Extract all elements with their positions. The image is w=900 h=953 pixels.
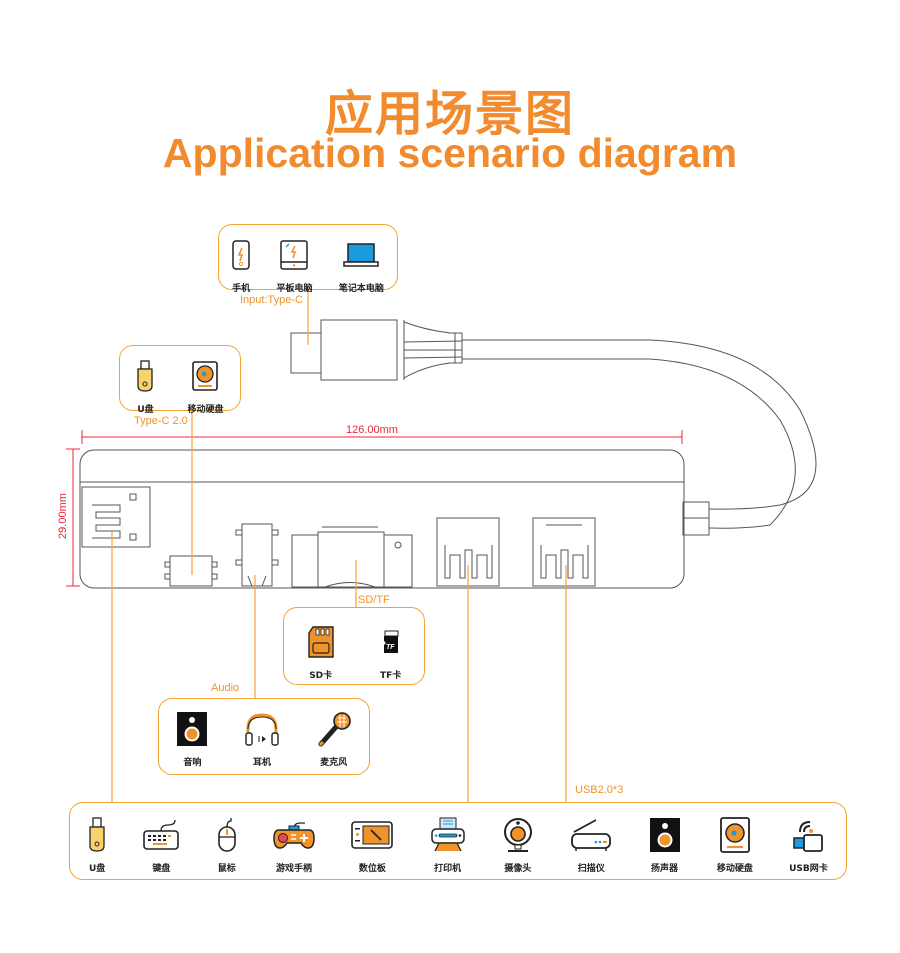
device-webcam: 摄像头 (502, 815, 534, 874)
usb-group-box: U盘 键盘 鼠标 游戏手柄 数位板 打印机 摄像头 扫描仪 扬声器 移动硬盘 U… (69, 802, 847, 880)
title-english: Application scenario diagram (162, 130, 738, 176)
phone-icon (232, 240, 250, 270)
title-chinese: 应用场景图 (324, 86, 575, 142)
device-label: 麦克风 (320, 758, 348, 768)
device-label: 移动硬盘 (716, 864, 753, 874)
sd-card-icon (307, 626, 334, 658)
device-label: U盘 (137, 405, 154, 415)
device-scanner: 扫描仪 (570, 815, 612, 874)
device-drawing-tablet: 数位板 (351, 815, 394, 874)
input-label: Input:Type-C (240, 294, 303, 306)
device-label: USB网卡 (789, 864, 828, 874)
device-tablet: 平板电脑 (276, 235, 313, 294)
usb-label: USB2.0*3 (575, 784, 624, 796)
device-label: 平板电脑 (276, 284, 313, 294)
device-tf-card: TF TF卡 (380, 622, 401, 681)
headphones-icon (245, 713, 279, 746)
device-gamepad: 游戏手柄 (273, 815, 315, 874)
device-microphone: 麦克风 (316, 709, 352, 768)
audio-label: Audio (211, 682, 240, 694)
device-label: 打印机 (434, 864, 462, 874)
microphone-icon (318, 712, 351, 747)
laptop-icon (343, 243, 380, 267)
device-label: 音响 (183, 758, 202, 768)
device-printer: 打印机 (430, 815, 466, 874)
audio-group-box: 音响 耳机 麦克风 (158, 698, 370, 775)
webcam-icon (503, 818, 532, 852)
device-hard-drive: 移动硬盘 (717, 815, 753, 874)
device-label: 移动硬盘 (187, 405, 224, 415)
wifi-adapter-icon (793, 821, 824, 852)
hub-body (79, 449, 685, 589)
dimension-lines (66, 430, 683, 587)
speaker-icon (177, 712, 208, 746)
device-label: 手机 (232, 284, 251, 294)
height-dimension: 29.00mm (57, 493, 69, 539)
device-usb-drive: U盘 (136, 356, 154, 415)
callout-lines (111, 290, 567, 802)
mouse-icon (217, 818, 236, 852)
scanner-icon (571, 819, 612, 851)
typec-label: Type-C 2.0 (134, 415, 188, 427)
device-label: 笔记本电脑 (338, 284, 384, 294)
input-group-box: 手机 平板电脑 笔记本电脑 (218, 224, 398, 294)
device-sd-card: SD卡 (307, 622, 335, 681)
tablet-icon (280, 240, 309, 270)
tf-card-icon: TF (383, 630, 399, 653)
device-usb-drive: U盘 (88, 815, 106, 874)
hard-drive-icon (719, 817, 750, 853)
speaker-icon (649, 818, 680, 852)
typec-group-box: U盘 移动硬盘 (119, 345, 241, 415)
device-label: 扫描仪 (577, 864, 605, 874)
sdtf-group-box: SD卡 TF TF卡 (283, 607, 425, 685)
device-label: U盘 (88, 864, 106, 874)
svg-text:TF: TF (386, 644, 395, 651)
device-label: 扬声器 (651, 864, 679, 874)
gamepad-icon (273, 822, 315, 849)
device-laptop: 笔记本电脑 (339, 235, 384, 294)
device-keyboard: 键盘 (142, 815, 180, 874)
device-label: 键盘 (152, 864, 171, 874)
device-label: 鼠标 (217, 864, 236, 874)
device-speaker: 音响 (176, 709, 208, 768)
device-mouse: 鼠标 (217, 815, 237, 874)
usb-drive-icon (137, 360, 154, 392)
width-dimension: 126.00mm (346, 424, 398, 436)
cable (462, 339, 817, 510)
printer-icon (430, 817, 465, 852)
device-loudspeaker: 扬声器 (649, 815, 681, 874)
device-label: SD卡 (309, 671, 333, 681)
device-headphones: 耳机 (243, 709, 281, 768)
usb-drive-icon (89, 817, 105, 852)
device-label: 游戏手柄 (276, 864, 313, 874)
type-c-plug (290, 319, 463, 381)
device-label: 耳机 (252, 758, 271, 768)
device-wifi-adapter: USB网卡 (789, 815, 828, 874)
hard-drive-icon (192, 361, 219, 391)
keyboard-icon (143, 819, 180, 850)
drawing-tablet-icon (351, 821, 394, 849)
device-hard-drive: 移动硬盘 (187, 356, 223, 415)
sdtf-label: SD/TF (358, 594, 390, 606)
device-label: 数位板 (358, 864, 386, 874)
device-label: 摄像头 (504, 864, 532, 874)
device-label: TF卡 (380, 671, 402, 681)
device-phone: 手机 (232, 235, 250, 294)
